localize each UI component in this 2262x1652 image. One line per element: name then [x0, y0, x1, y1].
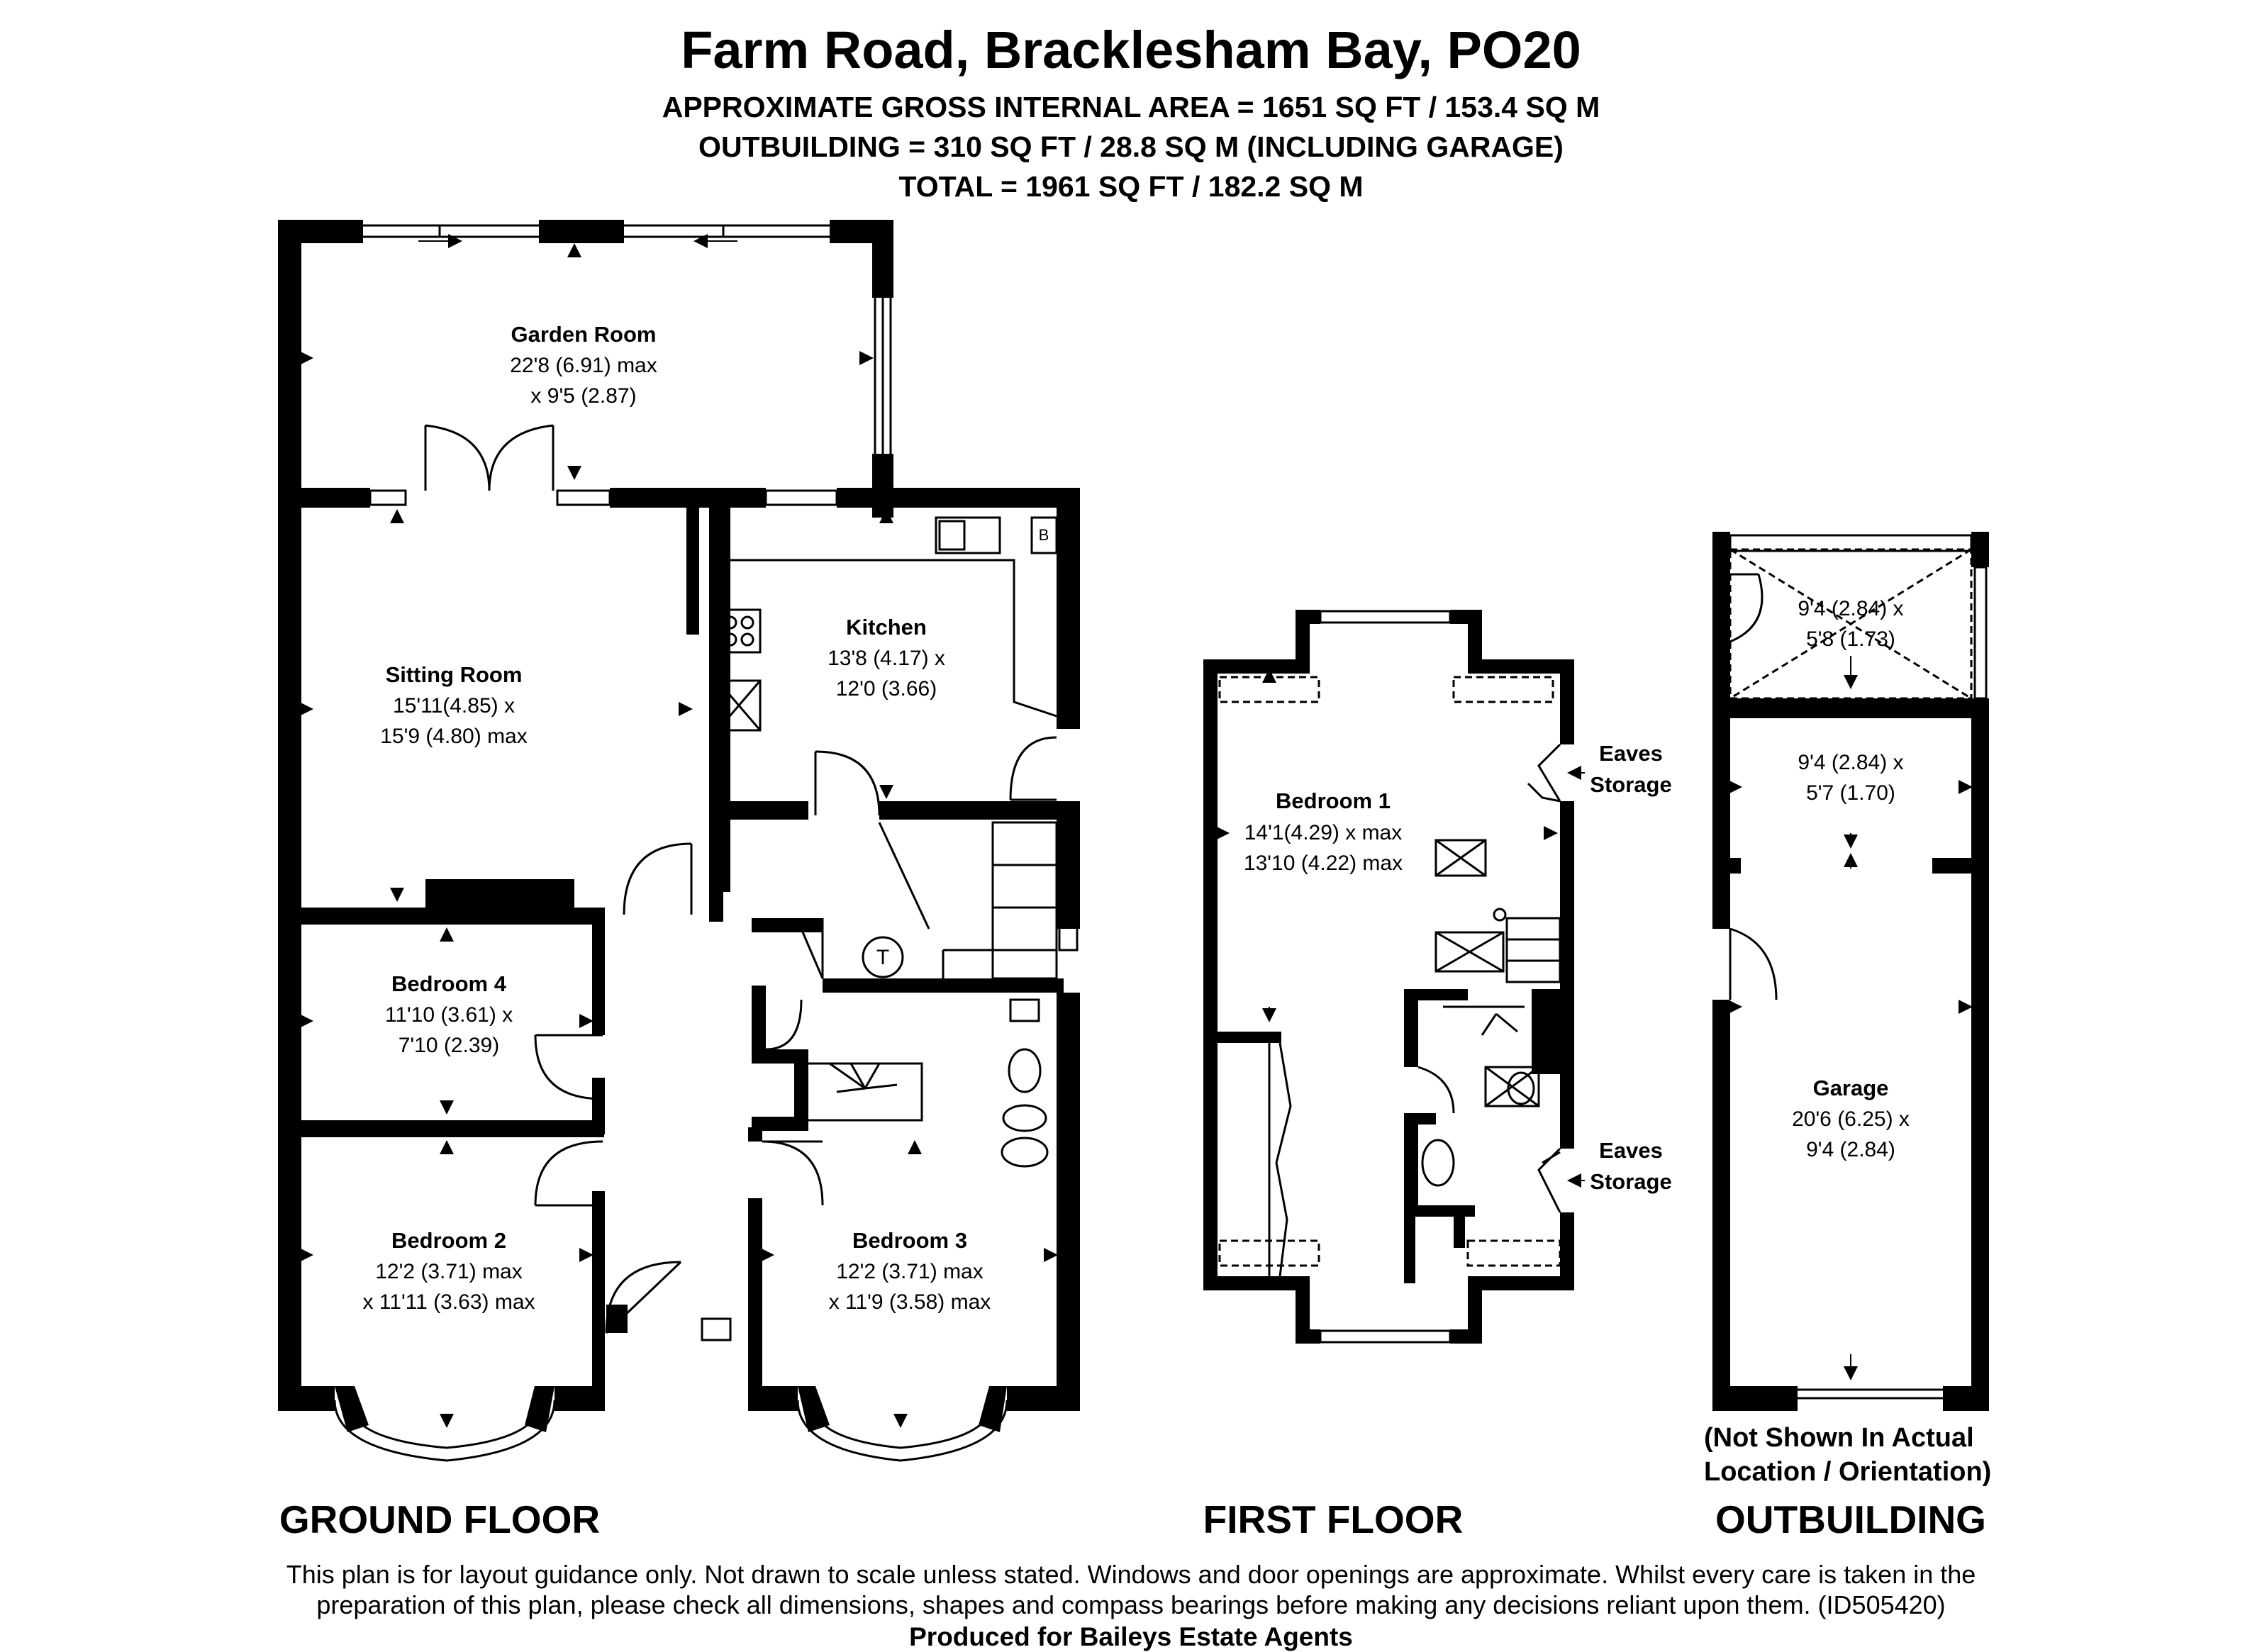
not-shown-note-line2: Location / Orientation)	[1704, 1457, 1991, 1487]
first-floor-walls	[1203, 610, 1574, 1344]
boiler-symbol: B	[1039, 526, 1049, 544]
ground-floor-plan: B T	[278, 220, 1080, 1462]
total-area-line: TOTAL = 1961 SQ FT / 182.2 SQ M	[898, 170, 1364, 203]
outbuilding-mid-dim2: 5'7 (1.70)	[1806, 781, 1895, 805]
garage-dim1: 20'6 (6.25) x	[1792, 1107, 1910, 1131]
kitchen-fittings	[716, 516, 1058, 816]
garden-room-sliding-doors	[279, 224, 1079, 1093]
eaves-storage-2-line2: Storage	[1590, 1169, 1671, 1194]
bedroom1-dim1: 14'1(4.29) x max	[1244, 821, 1403, 844]
ground-floor-labels: Garden Room 22'8 (6.91) max x 9'5 (2.87)…	[362, 322, 991, 1314]
produced-for-credit: Produced for Baileys Estate Agents	[909, 1622, 1353, 1651]
ground-floor-label: GROUND FLOOR	[279, 1497, 600, 1541]
ground-dimension-arrows	[299, 234, 1058, 1428]
garage-name: Garage	[1813, 1076, 1889, 1100]
bedroom3-dim1: 12'2 (3.71) max	[836, 1260, 984, 1283]
water-tank	[862, 936, 904, 978]
outbuilding-labels: 9'4 (2.84) x 5'8 (1.73) 9'4 (2.84) x 5'7…	[1792, 597, 1910, 1161]
bedroom4-dim2: 7'10 (2.39)	[399, 1034, 500, 1057]
kitchen-dim2: 12'0 (3.66)	[836, 677, 937, 701]
bedroom3-dim2: x 11'9 (3.58) max	[829, 1290, 991, 1314]
bedroom-doors	[534, 1034, 824, 1341]
floor-labels: (Not Shown In Actual Location / Orientat…	[279, 1423, 1991, 1541]
first-floor-plan	[1203, 610, 1585, 1344]
tank-symbol: T	[876, 946, 889, 969]
garden-room-name: Garden Room	[511, 322, 657, 347]
outbuilding-area-line: OUTBUILDING = 310 SQ FT / 28.8 SQ M (INC…	[698, 130, 1564, 163]
outbuilding-small-dim2: 5'8 (1.73)	[1806, 627, 1895, 651]
kitchen-name: Kitchen	[846, 615, 927, 640]
first-floor-fittings	[1218, 610, 1561, 1344]
eaves-storage-1-line1: Eaves	[1599, 741, 1663, 766]
disclaimer-line2: preparation of this plan, please check a…	[316, 1590, 1946, 1619]
outbuilding-walls	[1712, 532, 1989, 1411]
outbuilding-dimension-arrows	[1728, 656, 1973, 1380]
not-shown-note-line1: (Not Shown In Actual	[1704, 1423, 1974, 1453]
sitting-room-dim2: 15'9 (4.80) max	[380, 725, 528, 748]
sitting-room-dim1: 15'11(4.85) x	[393, 694, 515, 718]
bedroom2-dim2: x 11'11 (3.63) max	[362, 1290, 535, 1314]
first-floor-label: FIRST FLOOR	[1203, 1497, 1464, 1541]
sitting-room-door	[623, 842, 693, 915]
ground-stairs	[800, 821, 1058, 980]
eaves-storage-2-line1: Eaves	[1599, 1138, 1663, 1163]
gross-area-line: APPROXIMATE GROSS INTERNAL AREA = 1651 S…	[662, 91, 1600, 123]
outbuilding-fittings	[1715, 534, 1988, 1400]
eaves-storage-1-line2: Storage	[1590, 772, 1671, 797]
garden-room-dim2: x 9'5 (2.87)	[530, 384, 636, 408]
garage-dim2: 9'4 (2.84)	[1806, 1138, 1895, 1161]
first-floor-labels: Bedroom 1 14'1(4.29) x max 13'10 (4.22) …	[1244, 741, 1672, 1194]
outbuilding-mid-dim1: 9'4 (2.84) x	[1798, 751, 1903, 774]
bay-wall-ends	[335, 1386, 1007, 1432]
bedroom2-dim1: 12'2 (3.71) max	[375, 1260, 523, 1283]
bedroom3-name: Bedroom 3	[852, 1228, 967, 1253]
bedroom1-dim2: 13'10 (4.22) max	[1244, 852, 1403, 875]
ground-bathroom	[765, 998, 1049, 1168]
bay-windows	[333, 1400, 1008, 1462]
outbuilding-label: OUTBUILDING	[1715, 1497, 1986, 1541]
outbuilding-small-dim1: 9'4 (2.84) x	[1798, 597, 1903, 620]
bedroom4-name: Bedroom 4	[391, 971, 507, 996]
french-doors	[424, 424, 555, 491]
outbuilding-plan	[1712, 532, 1989, 1411]
bedroom4-dim1: 11'10 (3.61) x	[385, 1003, 513, 1027]
bedroom1-name: Bedroom 1	[1276, 788, 1391, 813]
plan-title: Farm Road, Bracklesham Bay, PO20	[681, 21, 1581, 79]
first-dimension-arrows	[1215, 669, 1585, 1188]
disclaimer-line1: This plan is for layout guidance only. N…	[286, 1560, 1976, 1589]
bedroom2-name: Bedroom 2	[391, 1228, 506, 1253]
garden-room-dim1: 22'8 (6.91) max	[510, 354, 657, 377]
sitting-room-name: Sitting Room	[386, 662, 523, 687]
kitchen-dim1: 13'8 (4.17) x	[828, 647, 945, 670]
